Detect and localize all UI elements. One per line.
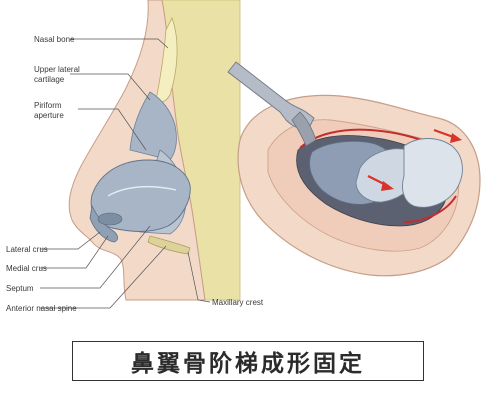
retractor-instrument bbox=[227, 61, 315, 131]
retractor-blade bbox=[291, 111, 317, 147]
label-upper-lateral-line2: cartilage bbox=[34, 75, 65, 84]
label-septum: Septum bbox=[6, 284, 34, 293]
label-piriform-line1: Piriform bbox=[34, 101, 62, 110]
incision-edge-lower bbox=[403, 195, 457, 223]
caption-box: 鼻翼骨阶梯成形固定 bbox=[72, 341, 424, 381]
anatomy-labels: Nasal bone Upper lateral cartilage Pirif… bbox=[6, 35, 264, 313]
caption-text: 鼻翼骨阶梯成形固定 bbox=[131, 351, 365, 377]
alar-cartilage-flap-right bbox=[402, 138, 463, 208]
label-maxillary-crest: Maxillary crest bbox=[212, 298, 264, 307]
label-upper-lateral-line1: Upper lateral bbox=[34, 65, 80, 74]
advance-arrow-upper bbox=[433, 128, 462, 143]
left-lateral-nose-figure bbox=[68, 0, 241, 301]
label-piriform-line2: aperture bbox=[34, 111, 64, 120]
anterior-nasal-spine-shape bbox=[147, 235, 191, 255]
label-nasal-bone: Nasal bone bbox=[34, 35, 75, 44]
right-surgical-figure bbox=[227, 61, 481, 277]
label-anterior-nasal-spine: Anterior nasal spine bbox=[6, 304, 77, 313]
leader-lines bbox=[40, 38, 211, 309]
nostril-shape bbox=[97, 212, 123, 226]
label-medial-crus: Medial crus bbox=[6, 264, 47, 273]
label-lateral-crus: Lateral crus bbox=[6, 245, 48, 254]
cartilage-fold-line bbox=[107, 185, 177, 197]
advance-arrow-lower bbox=[367, 175, 394, 191]
